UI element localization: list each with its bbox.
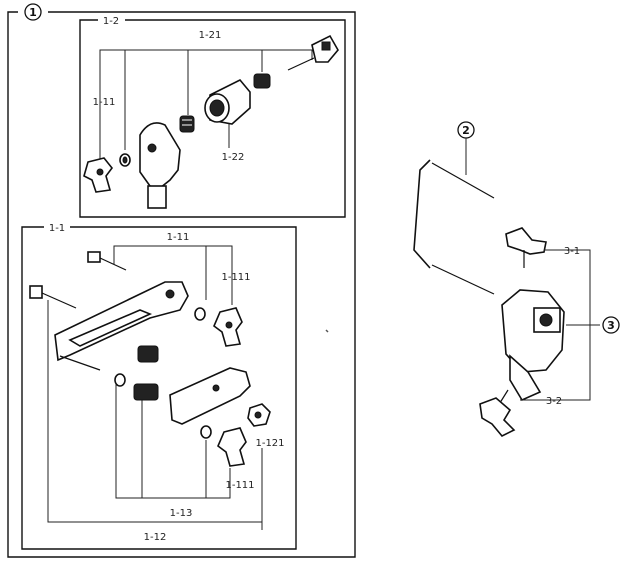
spring-lower-1 <box>137 345 159 363</box>
bolt-upper <box>87 251 127 271</box>
adjust-screw-upper <box>287 34 339 71</box>
wing-knob-upper <box>83 157 114 193</box>
washer-lower <box>114 373 126 387</box>
callout-2: 2 <box>462 124 470 137</box>
label-1-11-mid: 1-11 <box>167 232 190 243</box>
washer-mid <box>194 307 206 321</box>
label-1-21: 1-21 <box>199 30 222 41</box>
label-1-111-mid: 1-111 <box>221 272 250 283</box>
label-1-13: 1-13 <box>170 508 193 519</box>
label-1-11-top: 1-11 <box>93 97 116 108</box>
clamp-arm-long <box>54 281 189 371</box>
u-bolt-assembly-2: 2 <box>413 121 495 295</box>
callout-circle-3 <box>602 316 620 334</box>
assembly-1-frame: 1 <box>7 3 356 558</box>
label-1-2: 1-2 <box>103 16 119 27</box>
label-3-2: 3-2 <box>546 396 562 407</box>
label-1-12: 1-12 <box>144 532 167 543</box>
clamp-assembly-3: 3-1 3-2 3 <box>479 227 620 437</box>
washer-bottom <box>200 425 212 439</box>
callout-3: 3 <box>607 319 615 332</box>
label-3-1: 3-1 <box>564 246 580 257</box>
leaders-1-1 <box>47 245 263 530</box>
spring-upper-small <box>179 115 195 133</box>
spring-upper-mid <box>253 73 271 89</box>
washer-upper <box>119 153 131 167</box>
clamp-arm-short <box>169 367 251 425</box>
wing-knob-bottom <box>217 427 247 467</box>
leaders-1-2 <box>99 49 313 160</box>
label-1-121: 1-121 <box>255 438 284 449</box>
subassembly-1-2-frame: 1-2 <box>79 16 346 218</box>
label-1-1: 1-1 <box>49 223 65 234</box>
stray-mark <box>325 329 329 333</box>
clamp-head-upper <box>139 122 181 209</box>
wing-knob-mid <box>213 307 243 347</box>
subassembly-1-1-frame: 1-1 <box>21 223 297 550</box>
callout-circle-1 <box>24 3 42 21</box>
spring-lower-2 <box>133 383 159 401</box>
callout-1: 1 <box>29 6 37 19</box>
nut-1-121 <box>247 403 271 427</box>
bell-housing-1-22 <box>204 79 251 125</box>
label-1-22: 1-22 <box>222 152 245 163</box>
label-1-111-bot: 1-111 <box>225 480 254 491</box>
bolt-long <box>29 285 77 309</box>
